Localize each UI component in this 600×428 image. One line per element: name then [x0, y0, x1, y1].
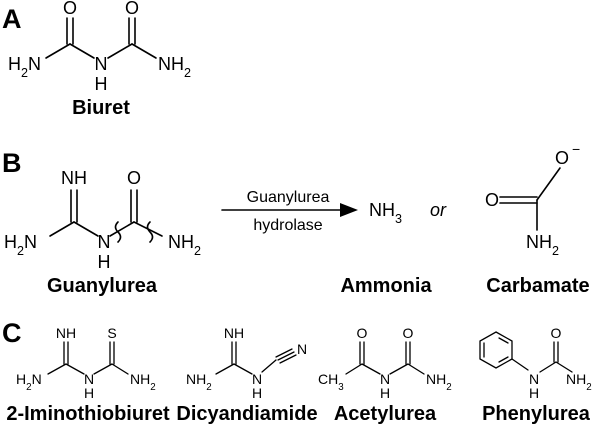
- bond: [361, 363, 381, 375]
- bond: [555, 361, 573, 373]
- atom-hydrogen: H: [95, 74, 108, 94]
- atom-nitrogen: N: [380, 371, 390, 387]
- triple-bond: [275, 348, 293, 358]
- atom-hydrogen: H: [252, 385, 262, 401]
- guanylurea-name: Guanylurea: [47, 275, 158, 297]
- aromatic-bond: [498, 356, 509, 363]
- triple-bond: [277, 351, 295, 361]
- bond: [233, 363, 253, 375]
- cleavage-mark: [114, 221, 122, 243]
- atom-methyl: CH3: [318, 371, 344, 393]
- bond: [73, 221, 99, 237]
- panel-b: B NH O H2N N H NH2 Guanylurea Guanylurea: [2, 141, 590, 297]
- dicyandiamide-structure: NH NH2 N H N: [186, 325, 307, 401]
- bond: [69, 43, 95, 59]
- bond: [131, 43, 157, 59]
- panel-a-label: A: [2, 4, 22, 34]
- bond: [45, 43, 71, 59]
- aromatic-bond: [498, 337, 509, 344]
- atom-amine-right: NH2: [168, 232, 201, 258]
- dicyandiamide-name: Dicyandiamide: [176, 403, 317, 425]
- bond: [65, 363, 85, 375]
- carbamate-structure: O − O NH2: [485, 141, 580, 258]
- atom-sulfur: S: [107, 325, 116, 341]
- atom-oxygen-anion: O: [555, 148, 569, 168]
- enzyme-label-line2: hydrolase: [253, 217, 322, 234]
- atom-hydrogen: H: [84, 385, 94, 401]
- atom-oxygen: O: [551, 325, 562, 341]
- enzyme-label-line1: Guanylurea: [247, 189, 330, 206]
- phenylurea-structure: O N H NH2: [479, 325, 592, 401]
- guanylurea-structure: NH O H2N N H NH2: [4, 168, 201, 272]
- atom-imine: NH: [56, 325, 76, 341]
- bond: [215, 363, 235, 375]
- atom-imine: NH: [224, 325, 244, 341]
- atom-amine: NH2: [566, 371, 592, 393]
- atom-oxygen: O: [485, 190, 499, 210]
- bond: [345, 363, 363, 375]
- atom-nitrogen: N: [95, 54, 108, 74]
- bond: [111, 363, 129, 375]
- bond: [93, 363, 113, 375]
- atom-amine-right: NH2: [158, 54, 191, 80]
- atom-nitrile-nitrogen: N: [297, 341, 307, 357]
- carbamate-name: Carbamate: [486, 275, 589, 297]
- triple-bond: [279, 354, 297, 364]
- reaction-arrow: Guanylurea hydrolase: [221, 189, 358, 234]
- panel-a: A O O H2N N H NH2 Biuret: [2, 0, 191, 119]
- panel-b-label: B: [2, 148, 22, 178]
- atom-nitrogen: N: [98, 232, 111, 252]
- atom-oxygen: O: [127, 168, 141, 188]
- atom-amine-left: H2N: [16, 371, 42, 393]
- acetylurea-structure: O O CH3 N H NH2: [318, 325, 452, 401]
- ammonia-name: Ammonia: [340, 275, 432, 297]
- atom-nitrogen: N: [84, 371, 94, 387]
- atom-amine: NH2: [526, 232, 559, 258]
- atom-amine: NH2: [186, 371, 212, 393]
- atom-oxygen: O: [125, 0, 139, 18]
- atom-hydrogen: H: [529, 385, 539, 401]
- atom-amine-left: H2N: [4, 232, 37, 258]
- bond: [261, 359, 277, 373]
- bond: [536, 167, 561, 201]
- bond: [389, 363, 409, 375]
- bond: [511, 358, 529, 371]
- iminothiobiuret-name: 2-Iminothiobiuret: [6, 403, 170, 425]
- atom-hydrogen: H: [98, 252, 111, 272]
- cleavage-mark: [146, 221, 154, 243]
- bond: [49, 221, 75, 237]
- atom-oxygen: O: [403, 325, 414, 341]
- bond: [47, 363, 67, 375]
- biuret-name: Biuret: [72, 97, 130, 119]
- atom-amine: NH2: [426, 371, 452, 393]
- negative-charge: −: [572, 141, 580, 157]
- bond: [107, 43, 133, 59]
- product-ammonia-formula: NH3: [369, 200, 402, 226]
- atom-nitrogen: N: [529, 371, 539, 387]
- panel-c-label: C: [2, 318, 22, 348]
- arrow-head: [340, 203, 358, 217]
- biuret-structure: O O H2N N H NH2: [8, 0, 191, 94]
- benzene-ring: [479, 331, 513, 369]
- bond: [109, 221, 135, 237]
- or-word: or: [430, 200, 447, 220]
- atom-imine: NH: [61, 168, 87, 188]
- bond: [539, 361, 557, 373]
- atom-hydrogen: H: [380, 385, 390, 401]
- bond: [407, 363, 425, 375]
- atom-nitrogen: N: [252, 371, 262, 387]
- atom-oxygen: O: [63, 0, 77, 18]
- atom-amine-right: NH2: [130, 371, 156, 393]
- atom-amine-left: H2N: [8, 54, 41, 80]
- panel-c: C NH S H2N N H NH2 2-Iminothiobiuret: [2, 318, 592, 425]
- phenylurea-name: Phenylurea: [482, 403, 591, 425]
- atom-oxygen: O: [357, 325, 368, 341]
- iminothiobiuret-structure: NH S H2N N H NH2: [16, 325, 156, 401]
- acetylurea-name: Acetylurea: [334, 403, 437, 425]
